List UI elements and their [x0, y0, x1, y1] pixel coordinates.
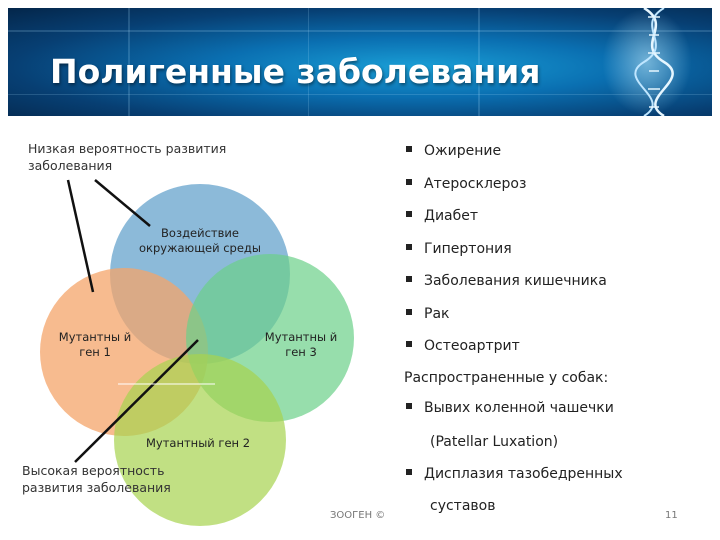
high-probability-label: Высокая вероятность развития заболевания	[22, 463, 171, 495]
bullet-icon	[406, 243, 412, 250]
list-item: Гипертония	[406, 238, 607, 271]
list-item: Атеросклероз	[406, 173, 607, 206]
pointer-line-high	[74, 339, 199, 463]
bullet-icon	[406, 469, 412, 475]
dna-helix-icon	[634, 8, 674, 116]
dog-item-patella: Вывих коленной чашечки	[406, 400, 614, 416]
dogs-heading: Распространенные у собак:	[404, 370, 609, 386]
page-number: 11	[665, 510, 678, 521]
bullet-icon	[406, 211, 412, 217]
venn-label-gene-3: Мутантны й ген 3	[264, 330, 338, 359]
bullet-icon	[406, 403, 412, 409]
slide-title: Полигенные заболевания	[50, 52, 541, 91]
venn-diagram	[40, 179, 354, 526]
low-probability-label: Низкая вероятность развития заболевания	[28, 141, 227, 173]
bullet-icon	[406, 341, 412, 347]
bullet-icon	[406, 146, 412, 152]
dog-item-hip-sub: суставов	[430, 498, 496, 514]
pointer-line-low-1	[66, 179, 95, 293]
list-item: Рак	[406, 303, 607, 336]
bullet-icon	[406, 178, 412, 185]
bullet-icon	[406, 308, 412, 315]
venn-label-gene-2: Мутантный ген 2	[145, 436, 251, 450]
list-item: Диабет	[406, 205, 607, 238]
dog-item-hip: Дисплазия тазобедренных	[406, 466, 623, 482]
pointer-line-low-2	[94, 179, 151, 227]
dog-item-patella-sub: (Patellar Luxation)	[430, 434, 559, 450]
bullet-icon	[406, 276, 412, 282]
title-banner: Полигенные заболевания	[8, 8, 712, 116]
list-item: Остеоартрит	[406, 335, 607, 368]
footer-credit: ЗООГЕН ©	[330, 510, 386, 521]
circle-gene-2	[114, 354, 286, 526]
venn-label-environment: Воздействие окружающей среды	[139, 226, 261, 255]
list-item: Ожирение	[406, 140, 607, 173]
disease-list: Ожирение Атеросклероз Диабет Гипертония …	[406, 140, 607, 368]
venn-label-gene-1: Мутантны й ген 1	[58, 330, 132, 359]
list-item: Заболевания кишечника	[406, 270, 607, 303]
